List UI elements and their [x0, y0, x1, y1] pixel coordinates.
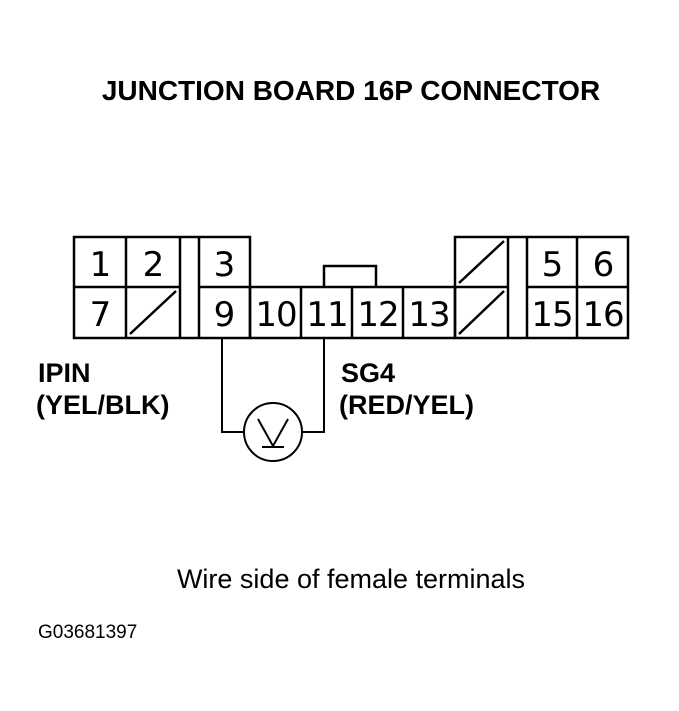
pin-11: 11	[306, 295, 347, 335]
probe-right-wire-color: (RED/YEL)	[339, 390, 474, 420]
caption: Wire side of female terminals	[177, 564, 525, 594]
bottom-row-pins: 7 9 10 11 12 13 15 16	[90, 295, 625, 335]
pin-10: 10	[255, 295, 296, 335]
pin-3: 3	[214, 245, 235, 285]
probe-wire-right	[303, 338, 325, 433]
top-row-pins: 1 2 3 5 6	[90, 245, 615, 285]
pin-16: 16	[582, 295, 623, 335]
probe-left-wire-color: (YEL/BLK)	[36, 390, 169, 420]
pin-2: 2	[143, 245, 164, 285]
empty-cavity-4	[458, 240, 505, 284]
pin-1: 1	[90, 245, 111, 285]
probe-right-name: SG4	[341, 358, 395, 388]
meter-circuit	[221, 338, 325, 462]
probe-left-name: IPIN	[38, 358, 91, 388]
pin-9: 9	[214, 295, 235, 335]
pin-7: 7	[90, 295, 111, 335]
voltmeter-icon	[243, 402, 303, 462]
empty-cavity-8	[129, 290, 177, 335]
connector-body	[72, 235, 630, 340]
figure-id: G03681397	[38, 622, 137, 643]
lock-tab	[322, 264, 378, 287]
pin-15: 15	[531, 295, 572, 335]
pin-6: 6	[593, 245, 614, 285]
pin-13: 13	[408, 295, 449, 335]
pin-12: 12	[357, 295, 398, 335]
pin-5: 5	[542, 245, 563, 285]
probe-wire-left	[221, 338, 244, 433]
empty-cavity-14	[458, 290, 505, 335]
diagram-title: JUNCTION BOARD 16P CONNECTOR	[102, 75, 600, 106]
